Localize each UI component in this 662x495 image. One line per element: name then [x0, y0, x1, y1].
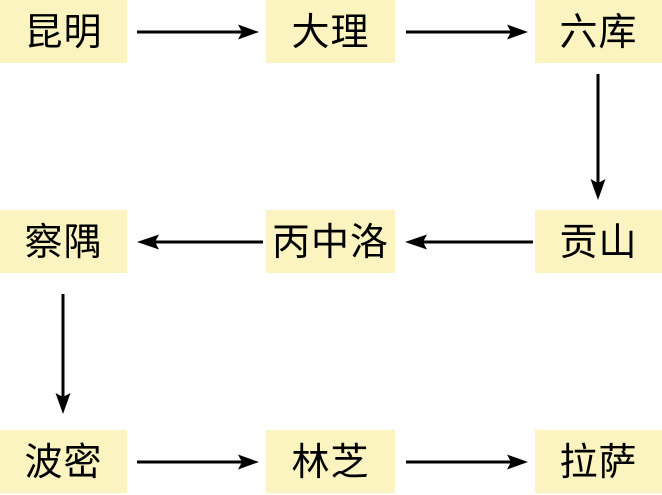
node-label: 丙中洛 [271, 219, 389, 264]
node-bomi[interactable]: 波密 [0, 430, 127, 493]
node-bingzhongluo[interactable]: 丙中洛 [266, 210, 395, 273]
node-label: 昆明 [24, 9, 103, 54]
node-linzhi[interactable]: 林芝 [266, 430, 395, 493]
node-gongshan[interactable]: 贡山 [535, 210, 662, 273]
node-kunming[interactable]: 昆明 [0, 0, 127, 63]
edge-chayu-to-bomi [51, 294, 75, 414]
edge-bomi-to-linzhi [137, 450, 259, 474]
node-label: 六库 [559, 9, 638, 54]
node-lasa[interactable]: 拉萨 [535, 430, 662, 493]
edge-bingzhongluo-to-chayu [137, 230, 263, 254]
node-liuku[interactable]: 六库 [535, 0, 662, 63]
node-label: 波密 [24, 439, 103, 484]
node-label: 拉萨 [559, 439, 638, 484]
edge-kunming-to-dali [137, 20, 259, 44]
node-dali[interactable]: 大理 [266, 0, 395, 63]
edge-gongshan-to-bingzhongluo [405, 230, 533, 254]
node-chayu[interactable]: 察隅 [0, 210, 127, 273]
node-label: 贡山 [559, 219, 638, 264]
node-label: 林芝 [291, 439, 370, 484]
node-label: 察隅 [24, 219, 103, 264]
edge-dali-to-liuku [406, 20, 528, 44]
edge-liuku-to-gongshan [586, 74, 610, 200]
edge-linzhi-to-lasa [406, 450, 528, 474]
node-label: 大理 [291, 9, 370, 54]
